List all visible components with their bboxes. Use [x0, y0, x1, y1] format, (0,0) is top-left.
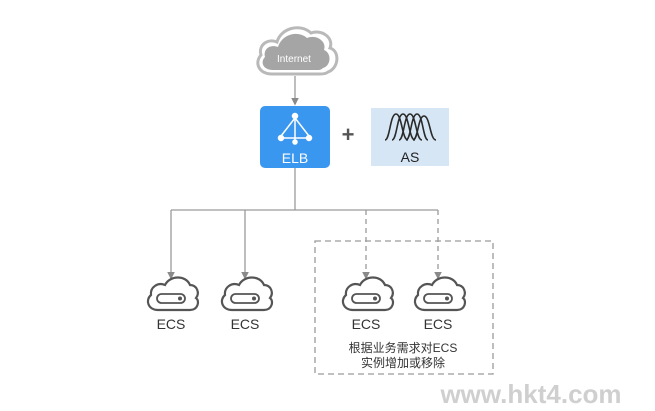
ecs-cloud-server-icon — [341, 276, 395, 312]
as-label: AS — [401, 149, 420, 165]
as-box — [371, 108, 449, 166]
ecs-node-1: ECS — [146, 276, 200, 332]
as-node: AS — [371, 108, 449, 166]
scaling-note-line2: 实例增加或移除 — [361, 355, 445, 370]
ecs-node-3: ECS — [341, 276, 395, 332]
ecs-label: ECS — [424, 316, 453, 332]
ecs-cloud-server-icon — [413, 276, 467, 312]
watermark: www.hkt4.com — [439, 379, 621, 409]
ecs-label: ECS — [157, 316, 186, 332]
elb-node: ELB — [260, 106, 330, 168]
internet-cloud-icon: Internet — [256, 26, 339, 76]
auto-scaling-waves-icon — [384, 113, 437, 141]
elb-label: ELB — [282, 150, 308, 166]
ecs-node-2: ECS — [220, 276, 274, 332]
ecs-cloud-server-icon — [146, 276, 200, 312]
scaling-group-box — [314, 240, 494, 375]
internet-label: Internet — [277, 54, 311, 65]
ecs-cloud-server-icon — [220, 276, 274, 312]
load-balancer-icon — [277, 112, 313, 145]
ecs-node-4: ECS — [413, 276, 467, 332]
ecs-label: ECS — [352, 316, 381, 332]
plus-sign: + — [342, 122, 355, 147]
scaling-note-line1: 根据业务需求对ECS — [349, 340, 458, 355]
ecs-label: ECS — [231, 316, 260, 332]
